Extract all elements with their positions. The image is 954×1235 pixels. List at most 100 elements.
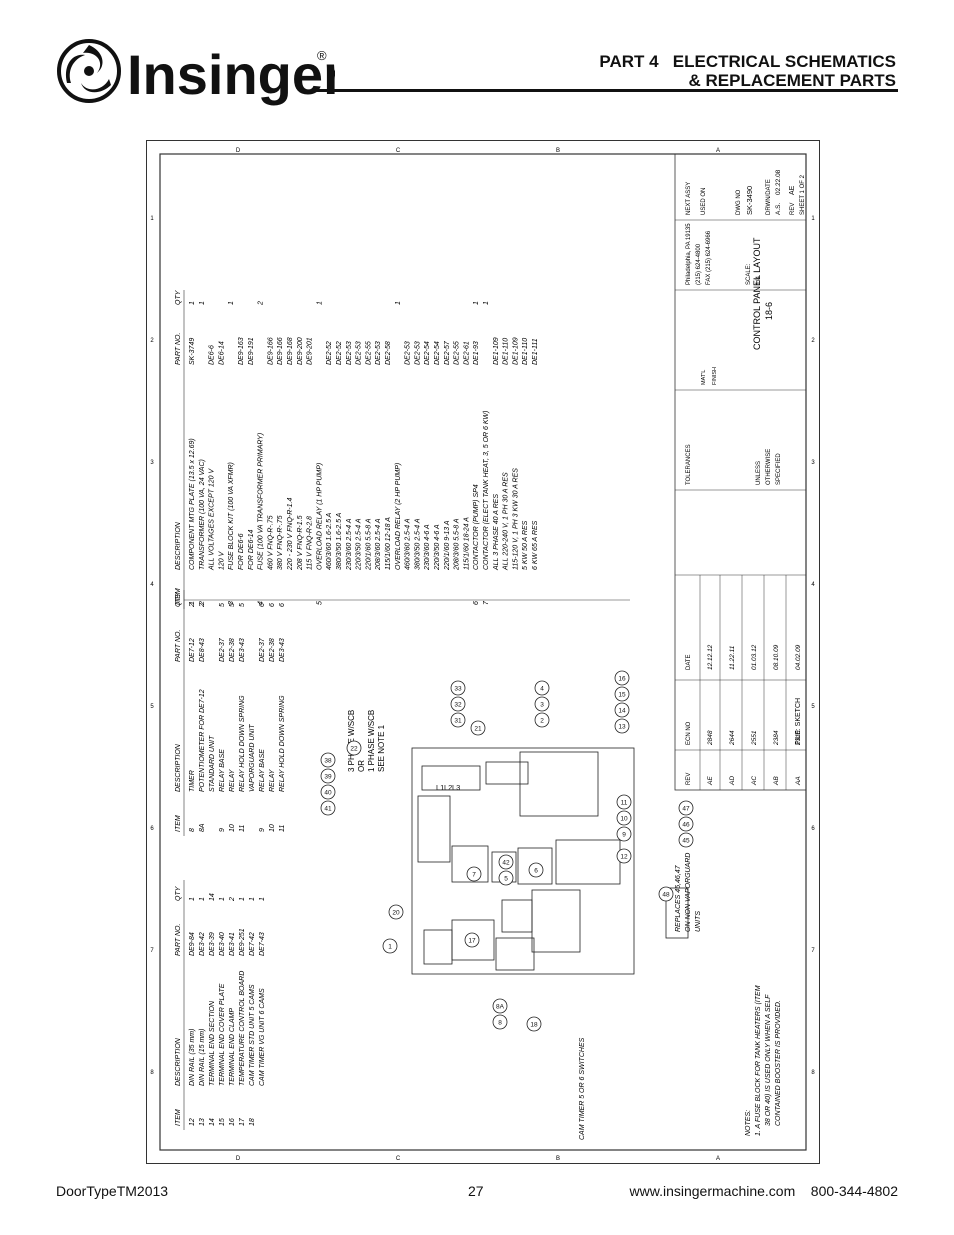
table-b-cell: STANDARD UNIT [209,735,216,792]
table-c-cell: DE9-166 [277,337,284,365]
revision-ecn: 2384 [773,730,780,746]
phase-note: OR [357,760,366,772]
callout-label: 48 [662,892,670,899]
brand-name: Insinger [127,43,335,106]
relay-board-lower [495,937,535,971]
table-b-cell: RELAY [229,768,236,792]
drawn-by: A.S. [775,203,782,215]
table-c-cell: ALL VOLTAGES EXCEPT 120 V [209,468,216,571]
table-c-cell: DE9-200 [297,337,304,365]
notes-title: NOTES: [745,1110,752,1136]
rev-value: AE [789,185,796,195]
note-line: 38 OR 40) IS USED ONLY WHEN A SELF [765,994,772,1126]
table-c-cell: DE9-191 [248,337,255,365]
table-c-cell: 1 [189,601,196,605]
table-a-cell: 1 [259,897,266,901]
table-c-cell: 1 [483,301,490,305]
revision-date: 12.12.12 [707,644,714,670]
table-c-cell: DE2-54 [424,341,431,365]
table-b-header-qty: QTY [175,591,182,607]
table-b-cell: 5 [219,603,226,607]
table-c-cell: 6 KW 65 A RES [532,520,539,570]
table-c-cell: 115 V FNQ-R-2.8 [307,516,314,570]
zone-marker: A [716,148,720,154]
table-a-cell: TERMINAL END SECTION [209,1000,216,1086]
table-c-cell: 5 KW 50 A RES [522,520,529,570]
insinger-swirl-icon [57,39,121,103]
table-b-cell: 8 [189,828,196,832]
callout-bubble [526,1016,542,1032]
temperature-control-board [451,919,495,961]
callout-label: 2 [540,718,544,725]
table-c-cell: 1 [473,301,480,305]
table-c-cell: DE2-53 [414,341,421,365]
callout-bubble [614,718,630,734]
table-c-cell: 220/1/60 9-13 A [444,520,451,571]
table-b-cell: 6 [279,603,286,607]
table-c-header-item: ITEM [175,588,182,605]
table-c-cell: DE2-55 [454,341,461,365]
callout-bubble [450,680,466,696]
table-c-cell: DE1-110 [503,338,510,365]
callout-bubble [614,670,630,686]
table-a-cell: DE3-41 [229,932,236,956]
table-b-cell: 5 [239,603,246,607]
callout-label: 46 [682,822,690,829]
table-c-cell: 220/3/50 4-6 A [434,524,441,571]
table-c-cell: DE1-109 [493,337,500,365]
table-b-cell: 11 [279,825,286,832]
dwg-no: SK-3490 [745,186,754,215]
table-c-cell: 120 V [218,550,225,570]
drawn-label: DRWN/DATE [766,179,772,215]
table-a-cell: 17 [239,1117,246,1126]
table-b-cell: DE2-38 [229,638,236,662]
terminal-strip [485,761,529,785]
note-line: CONTAINED BOOSTER IS PROVIDED. [775,1000,782,1126]
phase-note: 1 PHASE W/SCB [367,710,376,772]
table-c-cell: 2 [258,301,265,306]
table-c-cell: 208 V FNQ-R-1.5 [297,515,304,571]
table-b-cell: DE2-37 [259,637,266,662]
callout-bubble [450,712,466,728]
section-title: PART 4 ELECTRICAL SCHEMATICS & REPLACEME… [599,52,896,90]
callout-bubble [346,740,362,756]
callout-bubble [534,712,550,728]
header-rule [312,89,898,92]
title-block-frame [674,153,807,791]
otherwise-label: OTHERWISE [766,449,772,485]
drawing-subtitle: 18-6 [764,302,774,320]
table-c-cell: 220/1/60 5.5-8 A [365,518,372,571]
table-c-cell: DE1-111 [532,338,539,365]
table-a-cell: 18 [249,1118,256,1126]
table-a-cell: TEMPERATURE CONTROL BOARD [239,971,246,1086]
table-b-cell: 2 [199,603,206,608]
table-c-cell: 115/1/60 12-18 A [385,517,392,570]
callout-label: 14 [618,708,626,715]
table-a-cell: DE9-251 [239,928,246,956]
zone-marker: 1 [811,216,815,222]
zone-marker: C [396,148,401,154]
table-c-header-qty: QTY [175,289,182,305]
table-b-cell: RELAY BASE [219,749,226,792]
callout-bubble [678,816,694,832]
zone-marker: 4 [811,582,815,588]
zone-marker: 4 [150,582,154,588]
callout-label: 22 [350,746,358,753]
table-c-cell: 115-120 V, 1 PH 3 KW 30 A RES [512,468,519,570]
revision-letter: AB [773,776,780,786]
zone-marker: 5 [150,704,154,710]
callout-label: 20 [392,910,400,917]
callout-label: 9 [622,832,626,839]
table-c-cell: DE2-53 [356,341,363,365]
zone-marker: 8 [150,1070,154,1076]
transformer-2 [519,751,599,817]
table-c-header-part-no: PART NO. [175,333,182,365]
phase-note: SEE NOTE 1 [377,724,386,772]
table-b-cell: RELAY HOLD DOWN SPRING [239,695,246,792]
callout-label: 31 [454,718,462,725]
table-b-cell: 9 [259,828,266,832]
table-c-cell: DE2-55 [365,341,372,365]
table-c-cell: FUSE BLOCK KIT (100 VA XFMR) [228,462,235,570]
table-c-cell: DE2-57 [444,340,451,365]
tolerances-label: TOLERANCES [686,444,692,485]
